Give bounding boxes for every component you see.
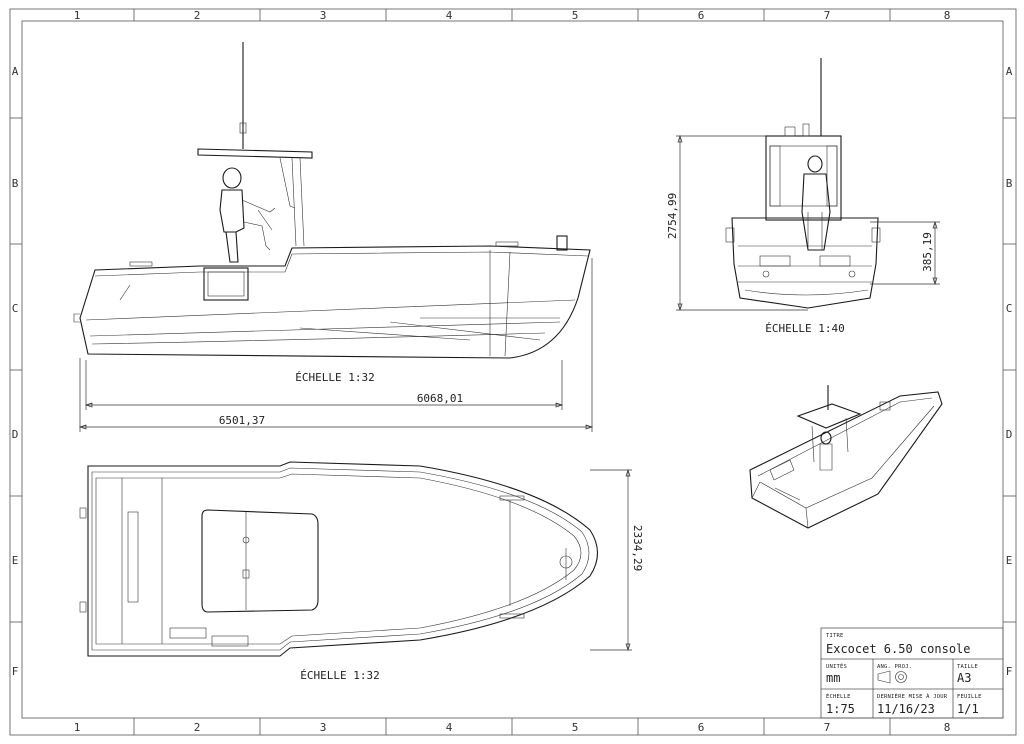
col-label-top-5: 5 [572, 9, 579, 22]
row-label-left-b: B [12, 177, 19, 190]
sheet-label: FEUILLE [957, 694, 982, 700]
col-label-bottom-6: 6 [698, 721, 705, 734]
front-height-dimension: 2754,99 [666, 193, 679, 239]
col-label-bottom-1: 1 [74, 721, 81, 734]
col-label-top-2: 2 [194, 9, 201, 22]
col-label-top-3: 3 [320, 9, 327, 22]
side-view-dimensions: 6068,01 6501,37 ÉCHELLE 1:32 [78, 258, 594, 432]
row-label-right-f: F [1006, 665, 1013, 678]
row-label-right-c: C [1006, 302, 1013, 315]
col-label-bottom-3: 3 [320, 721, 327, 734]
row-label-left-c: C [12, 302, 19, 315]
col-label-bottom-4: 4 [446, 721, 453, 734]
scale-value: 1:75 [826, 702, 855, 716]
front-view [725, 58, 881, 309]
col-label-top-7: 7 [824, 9, 831, 22]
top-view-scale-label: ÉCHELLE 1:32 [300, 669, 379, 682]
isometric-view [749, 385, 943, 529]
col-label-top-6: 6 [698, 9, 705, 22]
title-label: TITRE [826, 633, 844, 639]
last-updated-value: 11/16/23 [877, 702, 935, 716]
size-label: TAILLE [957, 664, 978, 670]
units-label: UNITÉS [826, 662, 847, 670]
row-label-right-e: E [1006, 554, 1013, 567]
front-view-dimensions: 2754,99 385,19 ÉCHELLE 1:40 [666, 134, 940, 335]
row-label-right-b: B [1006, 177, 1013, 190]
side-overall-length-dimension: 6501,37 [219, 414, 265, 427]
row-label-left-a: A [12, 65, 19, 78]
side-view-scale-label: ÉCHELLE 1:32 [295, 371, 374, 384]
scale-label: ÉCHELLE [826, 692, 851, 700]
col-label-bottom-5: 5 [572, 721, 579, 734]
title-block: TITRE Excocet 6.50 console UNITÉS mm ANG… [820, 627, 1004, 719]
units-value: mm [826, 671, 840, 685]
top-view-dimensions: 2334,29 ÉCHELLE 1:32 [300, 468, 644, 682]
drawing-frame: 1 2 3 4 5 6 7 8 1 2 3 4 5 6 7 8 A B C D … [9, 8, 1017, 736]
col-label-bottom-2: 2 [194, 721, 201, 734]
row-label-right-a: A [1006, 65, 1013, 78]
projection-symbol-icon [877, 670, 907, 684]
sheet-value: 1/1 [957, 702, 979, 716]
projection-label: ANG. PROJ. [877, 664, 912, 670]
front-view-scale-label: ÉCHELLE 1:40 [765, 322, 844, 335]
front-freeboard-dimension: 385,19 [921, 232, 934, 272]
top-beam-dimension: 2334,29 [631, 525, 644, 571]
top-view [79, 461, 599, 657]
col-label-bottom-8: 8 [944, 721, 951, 734]
col-label-top-8: 8 [944, 9, 951, 22]
col-label-top-1: 1 [74, 9, 81, 22]
side-hull-length-dimension: 6068,01 [417, 392, 463, 405]
side-view [73, 42, 591, 359]
last-updated-label: DERNIÈRE MISE À JOUR [877, 692, 948, 700]
row-label-left-d: D [12, 428, 19, 441]
row-label-left-f: F [12, 665, 19, 678]
row-label-right-d: D [1006, 428, 1013, 441]
title-value: Excocet 6.50 console [826, 642, 971, 656]
col-label-top-4: 4 [446, 9, 453, 22]
size-value: A3 [957, 671, 971, 685]
row-label-left-e: E [12, 554, 19, 567]
col-label-bottom-7: 7 [824, 721, 831, 734]
